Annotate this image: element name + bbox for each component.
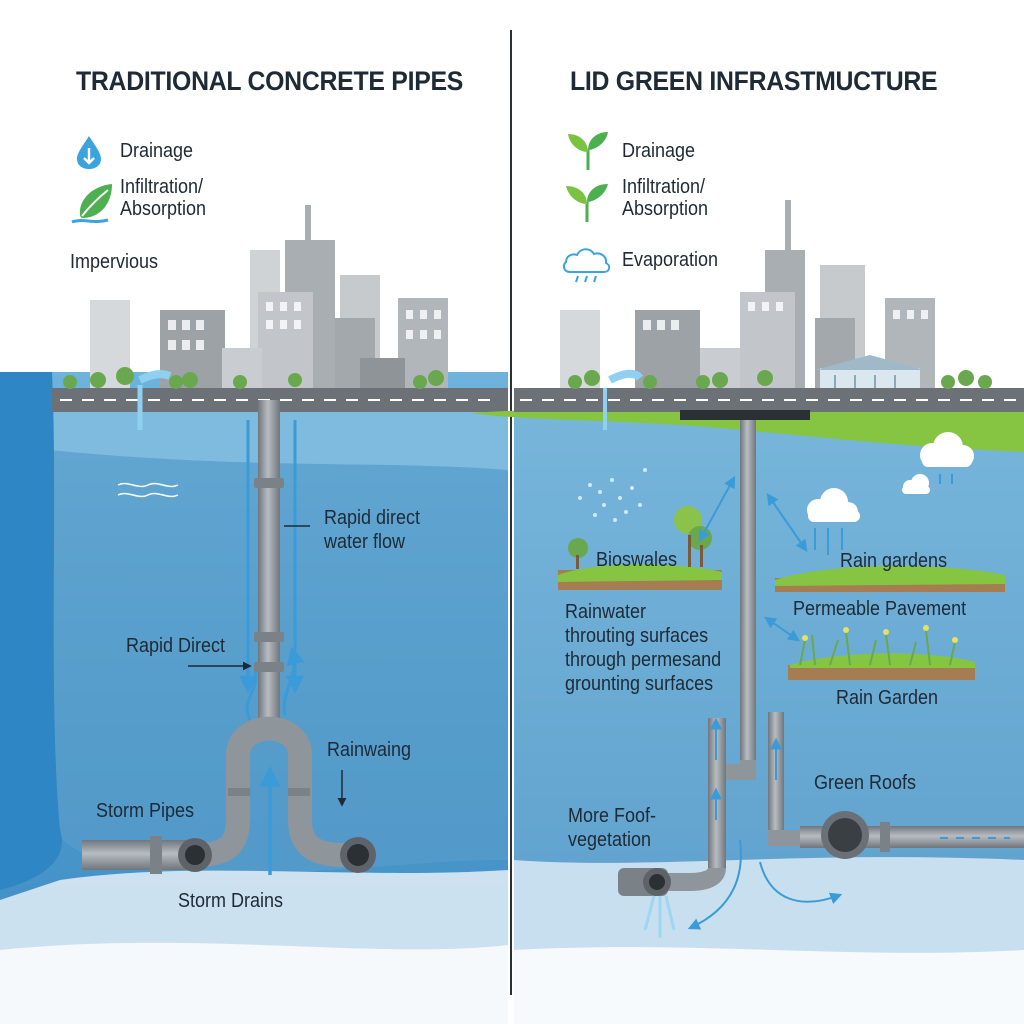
rainwaing-label: Rainwaing [327, 739, 412, 761]
right-legend-infiltration: Infiltration/ Absorption [622, 176, 709, 220]
rain-garden-label: Rain Garden [836, 687, 939, 709]
left-rapid-flow-arrows [117, 370, 305, 875]
storm-drains-label: Storm Drains [178, 890, 284, 912]
right-flow-arrows [603, 369, 1010, 930]
left-callout-pointers [188, 525, 347, 807]
rain-gardens-label: Rain gardens [840, 550, 948, 572]
permeable-pavement-label: Permeable Pavement [793, 598, 967, 620]
impervious-label: Impervious [70, 251, 159, 273]
right-panel-title: LID GREEN INFRASTMUCTURE [570, 66, 938, 96]
bioswale-patch [558, 506, 722, 590]
rainwater-surfaces-text: Rainwater throuting surfaces through per… [565, 601, 722, 695]
leaf-icon [71, 184, 112, 224]
left-storm-pipe-system [82, 400, 376, 874]
rain-garden-patch [788, 625, 975, 680]
bioswales-label: Bioswales [596, 549, 678, 571]
storm-pipes-label: Storm Pipes [96, 800, 195, 822]
right-underground-water [470, 395, 1024, 1024]
green-roofs-label: Green Roofs [814, 772, 917, 794]
rain-gardens-patch [775, 565, 1005, 592]
rapid-direct-label: Rapid Direct [126, 635, 226, 657]
right-infiltration-drops [578, 468, 647, 522]
right-trees [568, 370, 992, 389]
more-roof-vegetation-label: More Foof- vegetation [568, 805, 657, 851]
right-rain-clouds [807, 432, 974, 555]
right-legend-evaporation: Evaporation [622, 249, 719, 271]
left-legend-infiltration: Infiltration/ Absorption [120, 176, 207, 220]
right-street [514, 388, 1024, 420]
left-trees [63, 367, 444, 389]
left-panel-title: TRADITIONAL CONCRETE PIPES [76, 66, 464, 96]
right-legend-drainage: Drainage [622, 140, 696, 162]
left-underground-water [0, 372, 508, 1024]
rapid-direct-water-flow-label: Rapid direct water flow [324, 507, 421, 553]
cloud-rain-icon [562, 248, 611, 283]
sprout-icon [568, 132, 608, 170]
sprout-icon [566, 184, 608, 222]
left-legend-drainage: Drainage [120, 140, 194, 162]
left-city-skyline [90, 205, 448, 390]
water-drop-icon [77, 136, 101, 169]
